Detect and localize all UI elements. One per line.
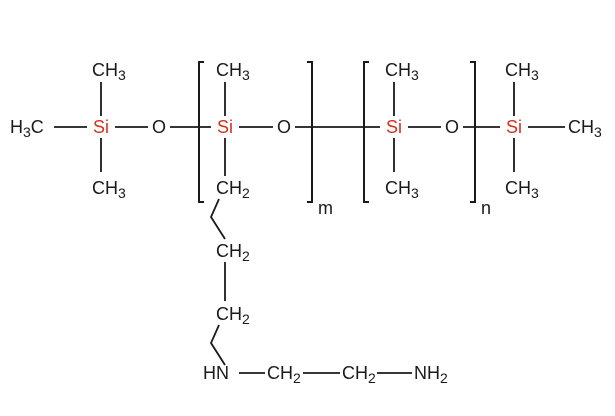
silicon-atom-4: Si xyxy=(506,117,522,137)
methylene-ch2-2: CH2 xyxy=(216,241,250,264)
oxygen-atom-3: O xyxy=(445,117,459,137)
methyl-si3-bottom: CH3 xyxy=(385,178,419,201)
methyl-si4-top: CH3 xyxy=(505,60,539,83)
methylene-ch2-5: CH2 xyxy=(342,363,376,386)
amine-nh2: NH2 xyxy=(414,363,448,386)
bond-ch2-3-hn xyxy=(209,324,226,366)
oxygen-atom-1: O xyxy=(152,117,166,137)
brackets xyxy=(198,61,476,203)
bracket-n-right xyxy=(470,61,476,203)
methyl-ch3-right: CH3 xyxy=(568,117,602,140)
methylene-ch2-4: CH2 xyxy=(267,363,301,386)
methylene-ch2-3: CH2 xyxy=(216,304,250,327)
methyl-si2-top: CH3 xyxy=(216,60,250,83)
bonds xyxy=(54,82,565,374)
methyl-si4-bottom: CH3 xyxy=(505,178,539,201)
bracket-n-left xyxy=(363,61,369,203)
repeat-index-n: n xyxy=(481,198,491,218)
silicon-atom-3: Si xyxy=(386,117,402,137)
silicon-atom-1: Si xyxy=(93,117,109,137)
methyl-si1-top: CH3 xyxy=(92,60,126,83)
silicon-atom-2: Si xyxy=(217,117,233,137)
bond-ch2-1-ch2-2 xyxy=(209,198,226,240)
methylene-ch2-1: CH2 xyxy=(216,178,250,201)
atom-labels: H3C Si CH3 CH3 O Si CH3 O m Si CH3 CH3 O… xyxy=(10,60,602,386)
amine-hn: HN xyxy=(203,363,229,383)
methyl-h3c-left: H3C xyxy=(10,117,44,140)
oxygen-atom-2: O xyxy=(277,117,291,137)
bracket-m-right xyxy=(307,61,313,203)
methyl-si1-bottom: CH3 xyxy=(92,178,126,201)
bracket-m-left xyxy=(198,61,204,203)
methyl-si3-top: CH3 xyxy=(385,60,419,83)
repeat-index-m: m xyxy=(318,198,333,218)
